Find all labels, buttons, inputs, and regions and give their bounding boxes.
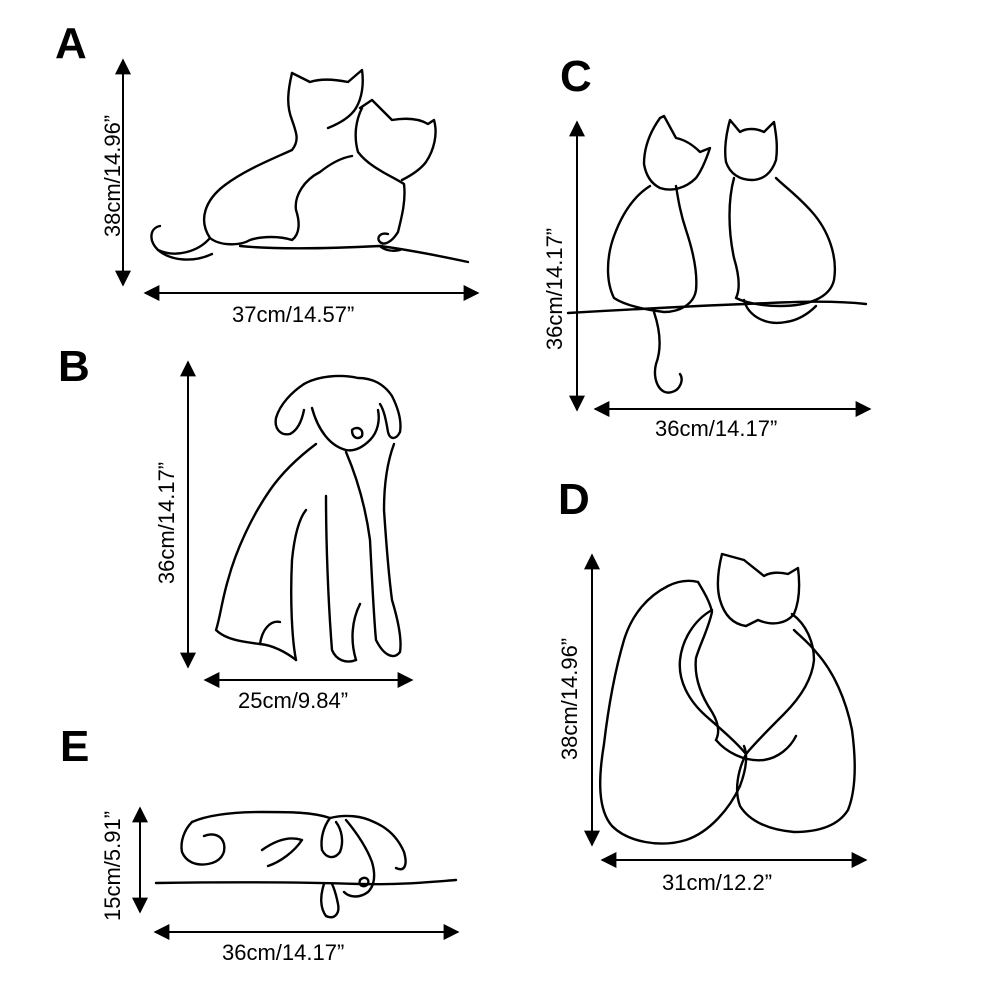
dog-b-ear-left: [274, 382, 306, 436]
panel-a-width-label: 37cm/14.57”: [232, 302, 355, 327]
panel-b-artwork: [214, 374, 402, 663]
panel-letter-e: E: [60, 722, 90, 771]
dog-e-ear: [320, 816, 344, 859]
cat-a2-body: [354, 106, 406, 245]
dog-b-front-legs: [290, 494, 358, 663]
cat-a1-head: [290, 68, 364, 130]
cat-d-body: [735, 628, 856, 834]
panel-e-width-label: 36cm/14.17”: [222, 940, 345, 965]
ground-c: [566, 300, 868, 315]
panel-b-width-label: 25cm/9.84”: [238, 688, 349, 713]
cat-c2-paw: [742, 298, 818, 325]
dog-e-hind: [180, 820, 226, 866]
dog-b-nose: [350, 426, 364, 440]
cat-c2-body: [728, 176, 837, 308]
panel-d-height-label: 38cm/14.96”: [557, 637, 582, 761]
dog-e-paw: [320, 882, 340, 919]
panel-d-width-label: 31cm/12.2”: [662, 870, 773, 895]
dog-d-loop: [714, 734, 798, 762]
panel-letter-c: C: [560, 52, 592, 101]
cat-c2-head: [724, 118, 779, 182]
panel-d-artwork: [598, 552, 856, 845]
panel-e-height-label: 15cm/5.91”: [100, 810, 125, 922]
dog-d-ear: [694, 580, 720, 742]
cat-d-head: [716, 552, 801, 628]
panel-letter-b: B: [58, 342, 90, 391]
cat-c1-body: [606, 184, 698, 314]
panel-letter-a: A: [55, 19, 87, 68]
cat-a1-outline: [150, 71, 298, 255]
panel-a-height-label: 38cm/14.96”: [100, 114, 125, 238]
dog-e-face: [342, 818, 376, 898]
ground-a: [238, 244, 470, 264]
dog-b-snout: [310, 406, 380, 452]
dog-d-outline: [598, 579, 748, 845]
panel-letter-d: D: [558, 475, 590, 524]
cat-a2-paw: [378, 244, 402, 252]
dog-b-hind: [258, 602, 362, 662]
panel-b-height-label: 36cm/14.17”: [154, 461, 179, 585]
cat-a1-tail: [156, 248, 214, 261]
panel-c-artwork: [566, 114, 868, 394]
dog-e-back: [190, 810, 407, 871]
cat-c1-tail: [652, 310, 683, 394]
panel-c-height-label: 36cm/14.17”: [542, 227, 567, 351]
dog-b-chest: [344, 442, 402, 658]
dog-e-leg: [260, 837, 304, 868]
ground-e: [154, 878, 458, 886]
dog-b-head: [302, 374, 402, 440]
cat-a1-body: [208, 154, 354, 246]
panel-c-width-label: 36cm/14.17”: [655, 416, 778, 441]
panel-e-artwork: [154, 810, 458, 919]
cat-c1-head: [642, 114, 712, 191]
panel-a-artwork: [150, 68, 470, 264]
cat-a2-head: [358, 98, 437, 182]
cat-d-heart: [678, 608, 816, 756]
